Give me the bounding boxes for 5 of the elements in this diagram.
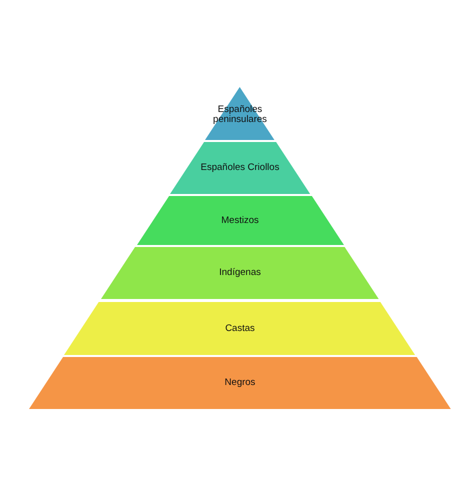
tier-label: Castas xyxy=(225,324,255,334)
tier-label: Mestizos xyxy=(221,216,259,226)
tier-label: Españoles Criollos xyxy=(200,163,280,173)
tier-label: Indígenas xyxy=(219,268,261,278)
tier-label: Negros xyxy=(224,378,256,388)
